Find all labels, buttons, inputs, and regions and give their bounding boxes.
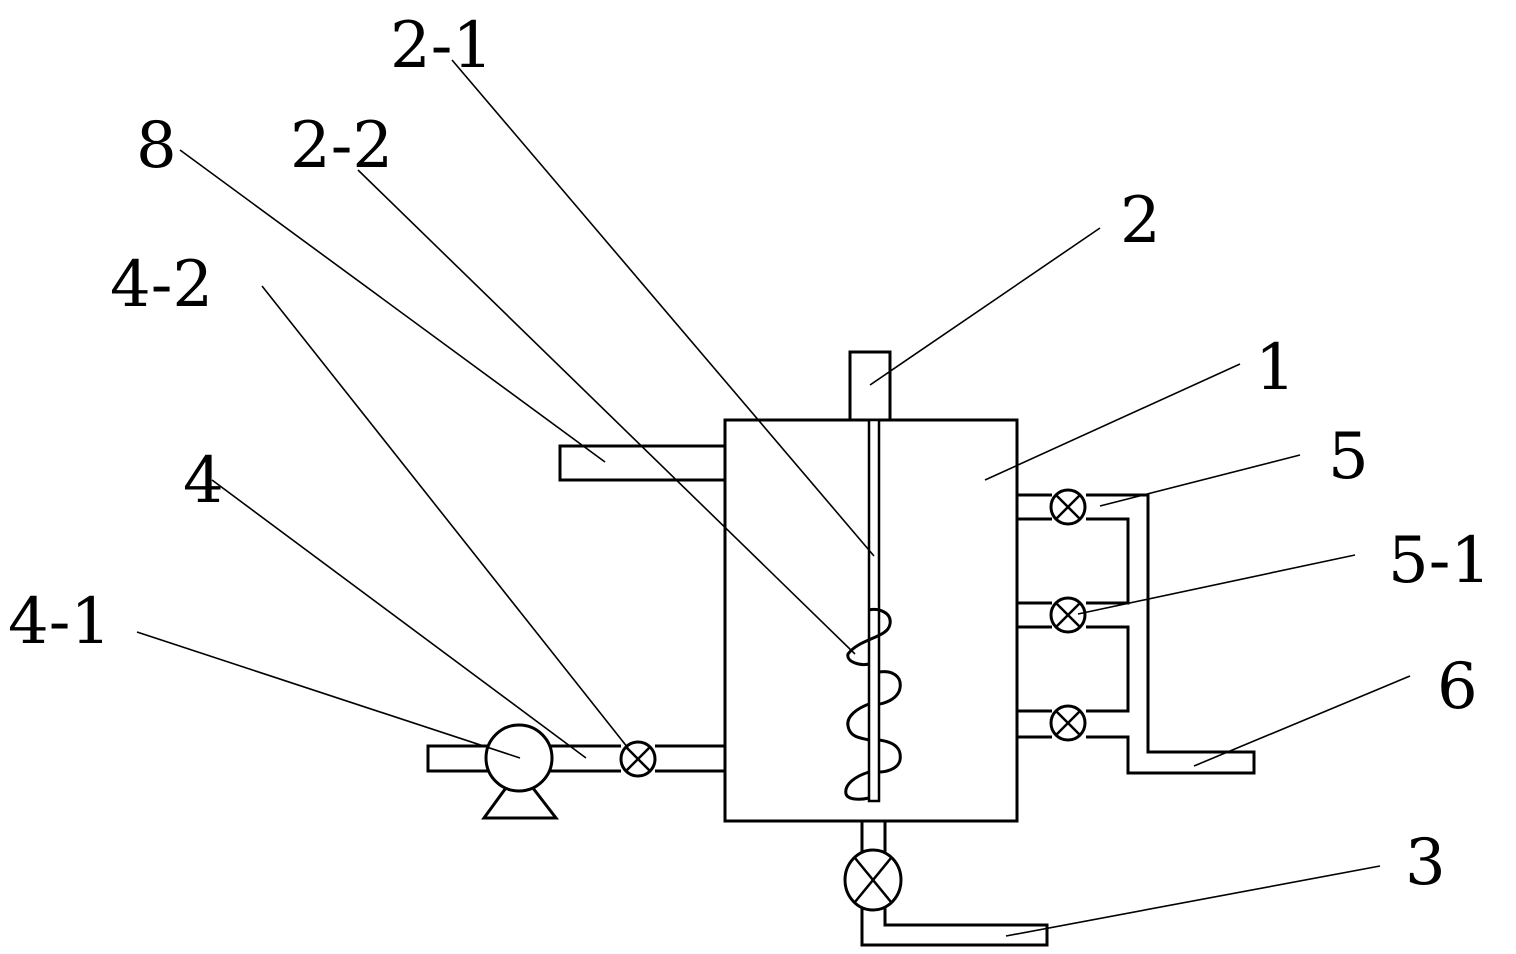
label-6: 6 [1437, 650, 1478, 724]
label-4: 4 [183, 444, 224, 518]
side-valve-middle [1049, 596, 1087, 634]
side-valve-top [1049, 488, 1087, 526]
bottom-outlet [843, 821, 1049, 947]
stirrer-motor [848, 350, 892, 422]
label-4-1: 4-1 [8, 585, 111, 659]
leader-5 [1099, 454, 1301, 507]
labels: 2-1 2-2 8 4-2 4 4-1 2 1 5 5-1 6 3 [8, 9, 1491, 900]
leader-4-2 [261, 285, 629, 749]
leader-4 [211, 479, 587, 759]
label-1: 1 [1255, 331, 1296, 405]
leader-8 [179, 149, 606, 463]
leader-2 [869, 227, 1101, 386]
leader-lines [136, 59, 1411, 937]
label-2: 2 [1120, 184, 1161, 258]
label-5: 5 [1328, 420, 1369, 494]
label-8: 8 [136, 109, 177, 183]
leader-2-1 [451, 59, 875, 557]
leader-2-2 [357, 169, 856, 655]
leader-3 [1005, 865, 1381, 937]
label-2-2: 2-2 [290, 109, 393, 183]
label-3: 3 [1405, 826, 1446, 900]
label-2-1: 2-1 [390, 9, 493, 83]
leader-5-1 [1077, 554, 1356, 615]
side-valve-bottom [1049, 704, 1087, 742]
side-manifold [1017, 493, 1256, 775]
helical-blade [844, 608, 902, 801]
leader-4-1 [136, 631, 521, 759]
label-4-2: 4-2 [110, 248, 213, 322]
inlet-line [426, 744, 725, 773]
label-5-1: 5-1 [1388, 524, 1491, 598]
leader-6 [1193, 675, 1411, 767]
pipe-8 [558, 444, 725, 482]
inlet-valve [619, 740, 657, 778]
pump [481, 723, 560, 820]
leader-1 [984, 363, 1241, 481]
